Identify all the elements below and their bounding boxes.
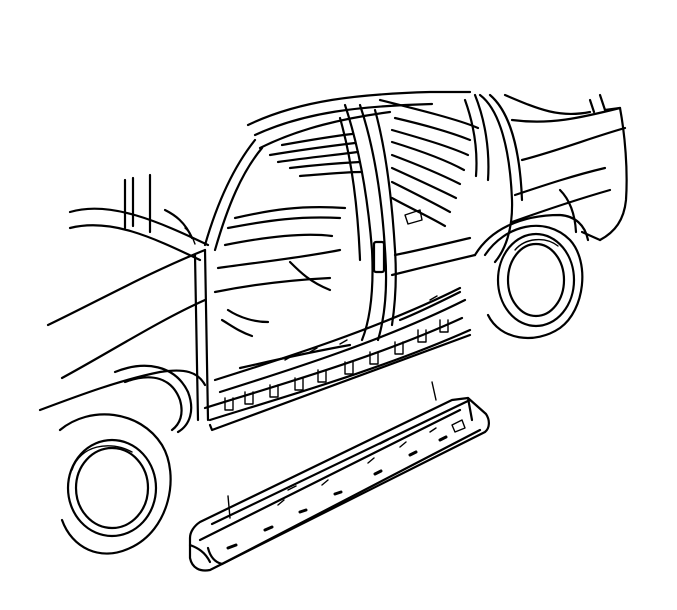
- callout-leader-lines: [227, 381, 437, 519]
- front-floor-pan: [213, 206, 352, 370]
- leader-line-rear: [431, 381, 437, 401]
- rocker-panel-part: [188, 396, 490, 572]
- front-fender: [38, 207, 210, 434]
- b-pillar: [338, 103, 397, 342]
- rocker-sill-installed: [203, 286, 472, 432]
- front-wheel: [58, 413, 172, 555]
- leader-line-front: [227, 495, 231, 519]
- a-pillar: [123, 138, 264, 252]
- rear-wheel: [473, 213, 590, 340]
- roof-outline: [246, 90, 472, 150]
- rear-floor-ribs: [268, 93, 490, 277]
